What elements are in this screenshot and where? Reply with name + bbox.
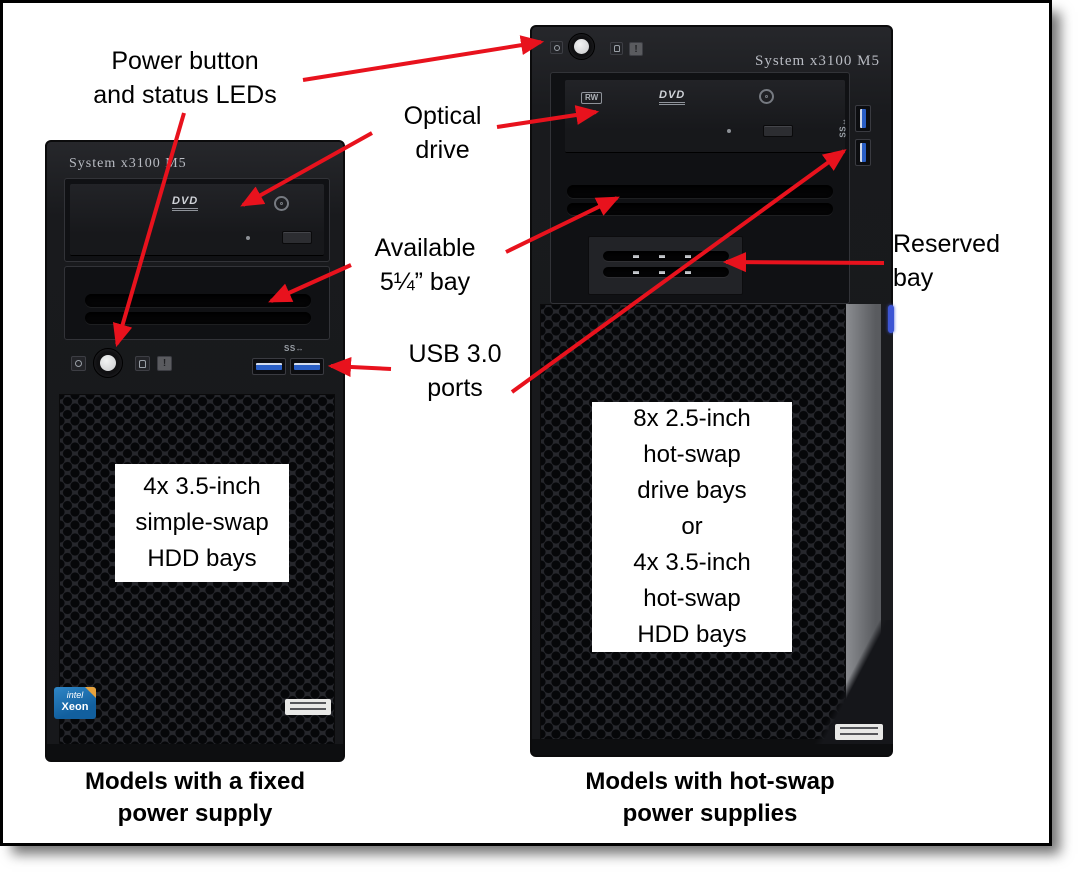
door-shade: [812, 620, 893, 744]
annotation-optical-drive: Optical drive: [403, 102, 482, 164]
server-base: [532, 739, 891, 755]
serial-number-label: [835, 724, 883, 740]
drive-led: [246, 236, 250, 240]
eject-button: [282, 231, 312, 244]
optical-drive: RW DVD: [565, 80, 845, 153]
available-bay-cover: [64, 266, 330, 340]
upper-bay-module: RW DVD: [550, 72, 850, 304]
usb-port: [855, 105, 871, 132]
annotation-power-button: Power button and status LEDs: [93, 47, 277, 109]
hdd-led-icon: [610, 42, 623, 55]
badge-fold: [85, 687, 96, 698]
drive-led: [727, 129, 731, 133]
annotation-usb-ports: USB 3.0 ports: [408, 340, 502, 402]
caption-fixed-psu: Models with a fixed power supply: [84, 768, 306, 827]
bay-slot: [85, 294, 311, 307]
lock-tab: [888, 305, 894, 333]
alert-led-icon: !: [157, 356, 172, 371]
usb-port: [290, 358, 324, 375]
optical-drive: DVD: [70, 184, 324, 256]
power-symbol-icon: [550, 41, 563, 54]
hdd-bays-label: 8x 2.5-inch hot-swap drive bays or 4x 3.…: [592, 402, 792, 652]
usb3-logo: SS↔: [284, 344, 305, 353]
dvd-logo: DVD: [172, 196, 199, 211]
caption-hotswap-psu: Models with hot-swap power supplies: [585, 768, 835, 827]
cd-logo: [759, 89, 774, 104]
server-base: [47, 744, 343, 760]
bay-slot: [567, 185, 833, 198]
optical-drive-bay: DVD: [64, 178, 330, 262]
alert-led-icon: !: [629, 42, 643, 56]
power-button: [568, 33, 595, 60]
intel-logo: intel: [66, 690, 84, 700]
bay-slot: [567, 203, 833, 215]
cd-logo: [274, 196, 289, 211]
usb-port: [855, 139, 871, 166]
power-symbol-icon: [71, 356, 86, 371]
dvd-logo: DVD: [659, 90, 686, 105]
hdd-bays-label: 4x 3.5-inch simple-swap HDD bays: [115, 464, 289, 582]
bay-slot: [603, 267, 729, 277]
eject-button: [763, 125, 793, 137]
bay-slot: [85, 312, 311, 324]
bay-slot: [603, 251, 729, 261]
model-badge: System x3100 M5: [69, 156, 187, 171]
server-hotswap-psu: ! System x3100 M5 RW DVD SS↔ 8x 2.5-: [530, 25, 894, 757]
hdd-led-icon: [135, 356, 150, 371]
serial-number-label: [285, 699, 331, 715]
xeon-label: Xeon: [61, 701, 89, 713]
usb3-logo: SS↔: [838, 117, 848, 138]
usb-port: [252, 358, 286, 375]
annotation-reserved-bay: Reserved bay: [893, 230, 1000, 292]
intel-xeon-badge: intel Xeon: [54, 687, 96, 719]
power-button: [93, 348, 123, 378]
server-fixed-psu: System x3100 M5 DVD ! SS↔ 4x 3.5-inch si…: [45, 140, 345, 762]
model-badge: System x3100 M5: [754, 53, 880, 69]
reserved-bay: [588, 236, 743, 295]
rw-logo: RW: [581, 92, 603, 104]
annotation-available-bay: Available 5¼” bay: [374, 234, 476, 296]
